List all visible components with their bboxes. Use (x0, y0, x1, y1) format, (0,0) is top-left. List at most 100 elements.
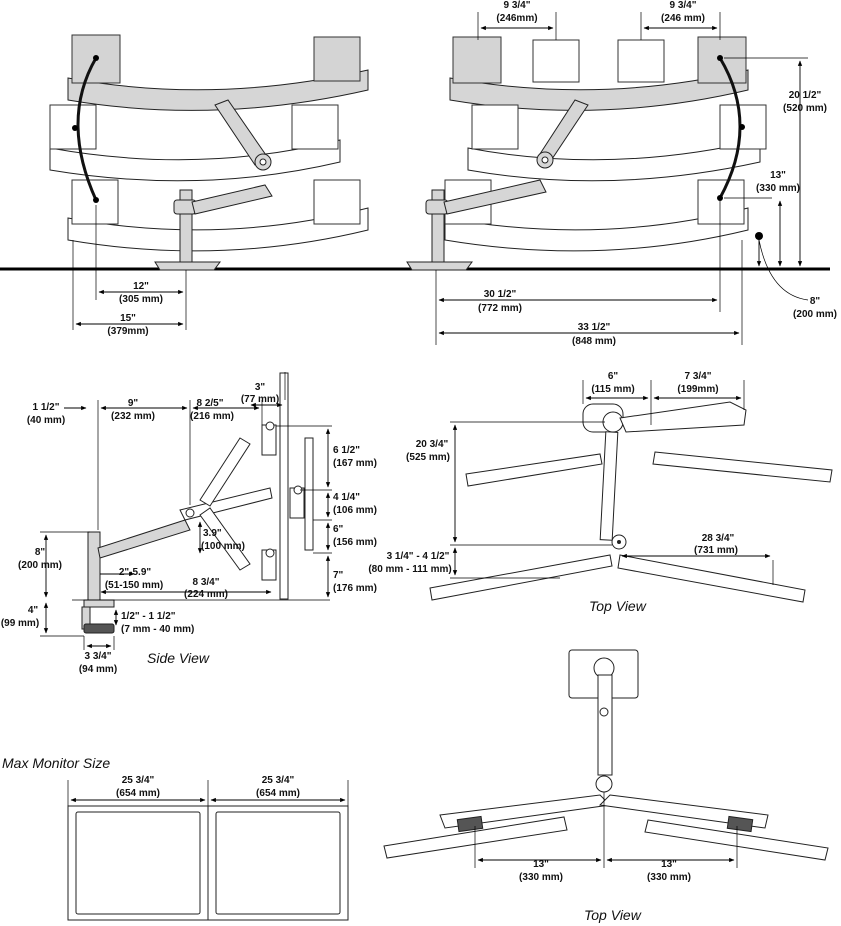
dim-label: 6 1/2" (333, 445, 360, 456)
dim-label: (772 mm) (478, 303, 522, 314)
dim-label: (520 mm) (783, 103, 827, 114)
monitor-bar (652, 451, 833, 483)
dim-label: 4 1/4" (333, 492, 360, 503)
monitor-row-bottom (444, 207, 749, 252)
dim-label: (330 mm) (519, 872, 563, 883)
side-view-title: Side View (147, 650, 210, 666)
monitor-row-mid (467, 139, 761, 182)
monitor-icon (313, 179, 361, 225)
monitor-row-mid (49, 139, 341, 182)
dim-label: (246 mm) (661, 13, 705, 24)
monitor-row-top (449, 69, 749, 111)
dim-label: (305 mm) (119, 294, 163, 305)
dim-label: (51-150 mm) (105, 580, 163, 591)
dim-label: 25 3/4" (122, 775, 155, 786)
dim-label: (94 mm) (79, 664, 117, 675)
dim-label: (200 mm) (793, 309, 837, 320)
dim-label: (156 mm) (333, 537, 377, 548)
dim-label: 20 1/2" (789, 90, 822, 101)
top-view-title: Top View (584, 907, 642, 923)
dim-label: 28 3/4" (702, 533, 735, 544)
dim-label: 33 1/2" (578, 322, 611, 333)
dim-label: 7 3/4" (685, 371, 712, 382)
dim-label: (115 mm) (591, 384, 634, 395)
dim-label: 4" (28, 605, 39, 616)
dim-label: 6" (608, 371, 619, 382)
dim-label: 13" (661, 859, 677, 870)
dim-label: 9 3/4" (670, 0, 697, 11)
dim-label: 8 2/5" (197, 398, 224, 409)
top-view-upper: 6" (115 mm) 7 3/4" (199mm) 20 3/4" (525 … (368, 371, 833, 614)
max-monitor-title: Max Monitor Size (2, 755, 110, 771)
dim-label: 8 3/4" (193, 577, 220, 588)
min-height-marker (755, 232, 763, 240)
monitor-bar (617, 554, 806, 603)
top-view-lower: 13" (330 mm) 13" (330 mm) Top View (383, 649, 829, 923)
arm-link (599, 431, 619, 541)
dim-label: (7 mm - 40 mm) (121, 624, 194, 635)
arm-link (619, 401, 747, 433)
monitor-profile (279, 372, 289, 600)
dim-label: (848 mm) (572, 336, 616, 347)
mount-pole (87, 531, 101, 603)
dim-label: (232 mm) (111, 411, 155, 422)
dim-label: (731 mm) (694, 545, 738, 556)
front-view-left: 12" (305 mm) 15" (379mm) (0, 34, 830, 337)
monitor-icon (313, 36, 361, 82)
motion-arc (76, 57, 98, 201)
dim-label: (100 mm) (201, 541, 245, 552)
dim-label: (379mm) (107, 326, 148, 337)
dim-label: (99 mm) (1, 618, 39, 629)
dim-label: 3.9" (203, 528, 222, 539)
monitor-icon (452, 36, 502, 84)
dim-label: (224 mm) (184, 589, 228, 600)
front-view-right: 9 3/4" (246mm) 9 3/4" (246 mm) 20 1/2" (… (406, 0, 837, 347)
dim-label: 3 1/4" - 4 1/2" (387, 551, 450, 562)
max-monitor-size: Max Monitor Size 25 3/4" (654 mm) 25 3/4… (2, 755, 349, 921)
arm-link (597, 674, 613, 776)
dim-label: 6" (333, 524, 344, 535)
monitor-row-top (67, 69, 369, 111)
dim-label: (77 mm) (241, 394, 279, 405)
lower-arm (191, 184, 273, 215)
monitor-bar (465, 453, 603, 487)
dim-label: (525 mm) (406, 452, 450, 463)
dim-label: 8" (810, 296, 821, 307)
dim-label: 1 1/2" (33, 402, 60, 413)
dim-label: 3" (255, 382, 266, 393)
lower-arm (443, 179, 547, 215)
monitor-bar (383, 816, 568, 859)
mount-base (154, 261, 221, 271)
dim-label: 8" (35, 547, 46, 558)
dim-label: 9 3/4" (504, 0, 531, 11)
dim-label: (167 mm) (333, 458, 377, 469)
arm-extended (179, 487, 273, 521)
crossbar (598, 794, 769, 829)
dim-label: (200 mm) (18, 560, 62, 571)
side-view: 1 1/2" (40 mm) 9" (232 mm) 8 2/5" (216 m… (1, 372, 377, 675)
dim-label: (216 mm) (190, 411, 234, 422)
dim-label: 20 3/4" (416, 439, 449, 450)
dim-label: 15" (120, 313, 136, 324)
dim-label: (330 mm) (647, 872, 691, 883)
dim-label: 3 3/4" (85, 651, 112, 662)
lower-arm (97, 519, 191, 559)
monitor-row-bottom (67, 207, 369, 252)
dim-label: (176 mm) (333, 583, 377, 594)
dim-label: (654 mm) (256, 788, 300, 799)
monitor-icon (471, 104, 519, 150)
monitor-icon (697, 179, 745, 225)
monitor-icon (291, 104, 339, 150)
dim-label: 12" (133, 281, 149, 292)
dim-label: 13" (533, 859, 549, 870)
top-view-title: Top View (589, 598, 647, 614)
clamp-knob (83, 623, 115, 634)
monitor-bar (644, 819, 829, 861)
dim-label: 2"-5.9" (119, 567, 152, 578)
dim-label: (199mm) (677, 384, 718, 395)
dim-label: (40 mm) (27, 415, 65, 426)
dim-label: 25 3/4" (262, 775, 295, 786)
dim-label: 30 1/2" (484, 289, 517, 300)
dim-label: (80 mm - 111 mm) (368, 564, 451, 575)
